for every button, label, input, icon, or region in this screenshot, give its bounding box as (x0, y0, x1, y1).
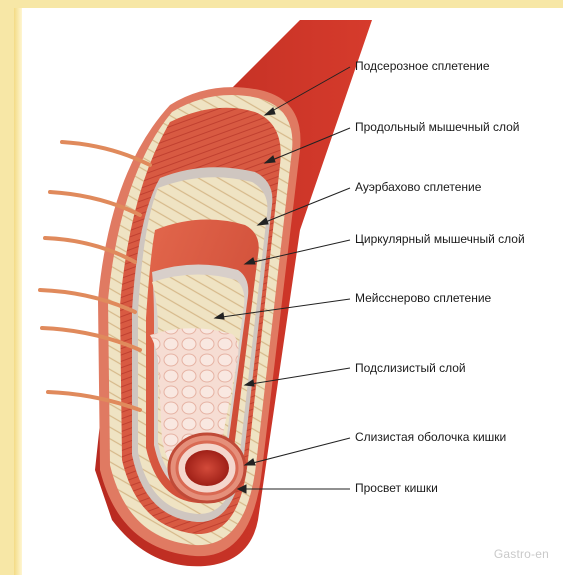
label-lumen: Просвет кишки (355, 481, 438, 495)
label-longitudinal-muscle: Продольный мышечный слой (355, 120, 520, 134)
label-circular-muscle: Циркулярный мышечный слой (355, 232, 525, 246)
lumen (185, 450, 229, 486)
label-mucosa: Слизистая оболочка кишки (355, 430, 506, 444)
label-submucosa: Подслизистый слой (355, 361, 466, 375)
label-meissner-plexus: Мейсснерово сплетение (355, 291, 491, 305)
label-auerbach-plexus: Ауэрбахово сплетение (355, 180, 481, 194)
watermark: Gastro-en (494, 547, 549, 561)
label-subserous-plexus: Подсерозное сплетение (355, 59, 490, 73)
